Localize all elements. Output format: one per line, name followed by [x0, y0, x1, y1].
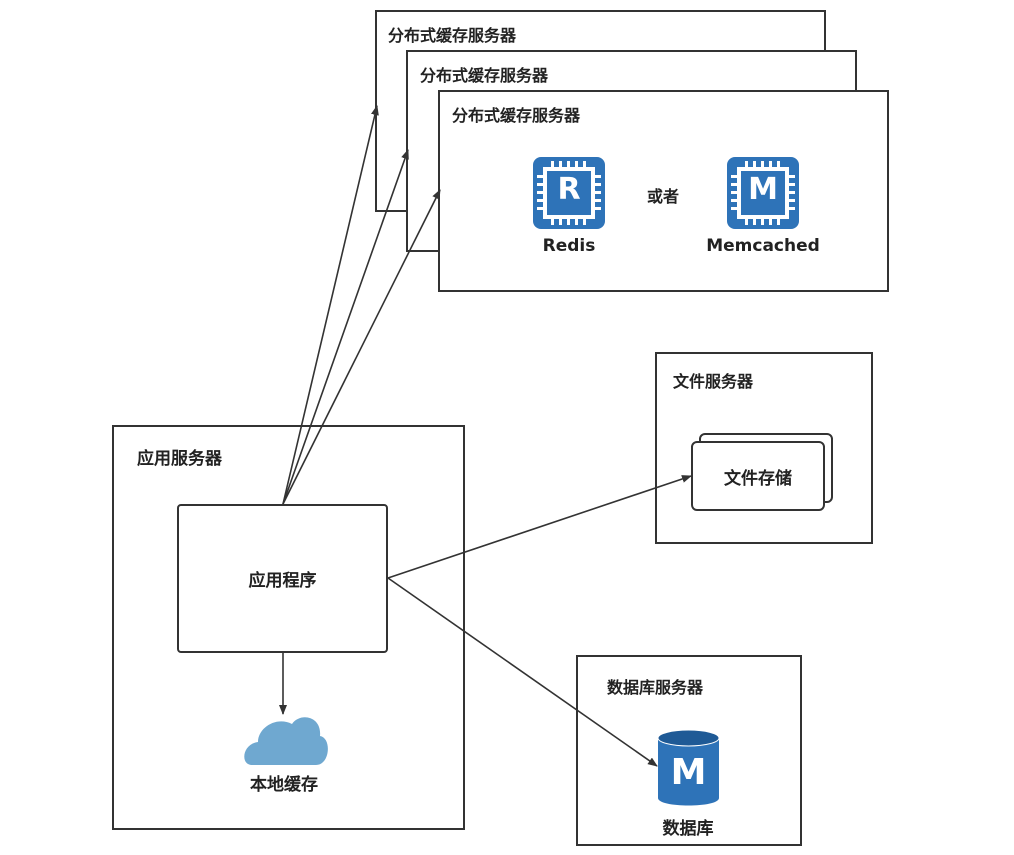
db-label: 数据库 [662, 819, 714, 839]
cache-server-title-middle: 分布式缓存服务器 [420, 66, 549, 85]
cache-server-title-front: 分布式缓存服务器 [452, 106, 581, 125]
app-server-title: 应用服务器 [137, 449, 222, 469]
db-letter: M [670, 752, 707, 793]
memcached-label: Memcached [706, 236, 820, 256]
db-server-title: 数据库服务器 [607, 678, 704, 697]
or-text: 或者 [646, 187, 679, 206]
redis-letter: R [557, 172, 581, 207]
cache-server-box-front [438, 90, 889, 292]
redis-label: Redis [542, 236, 596, 256]
file-storage-box: 文件存储 [691, 441, 825, 511]
file-server-title: 文件服务器 [673, 372, 754, 391]
local-cache-label: 本地缓存 [250, 775, 318, 795]
cache-server-title-back: 分布式缓存服务器 [388, 26, 517, 45]
application-box: 应用程序 [177, 504, 388, 653]
memcached-letter: M [748, 172, 778, 207]
